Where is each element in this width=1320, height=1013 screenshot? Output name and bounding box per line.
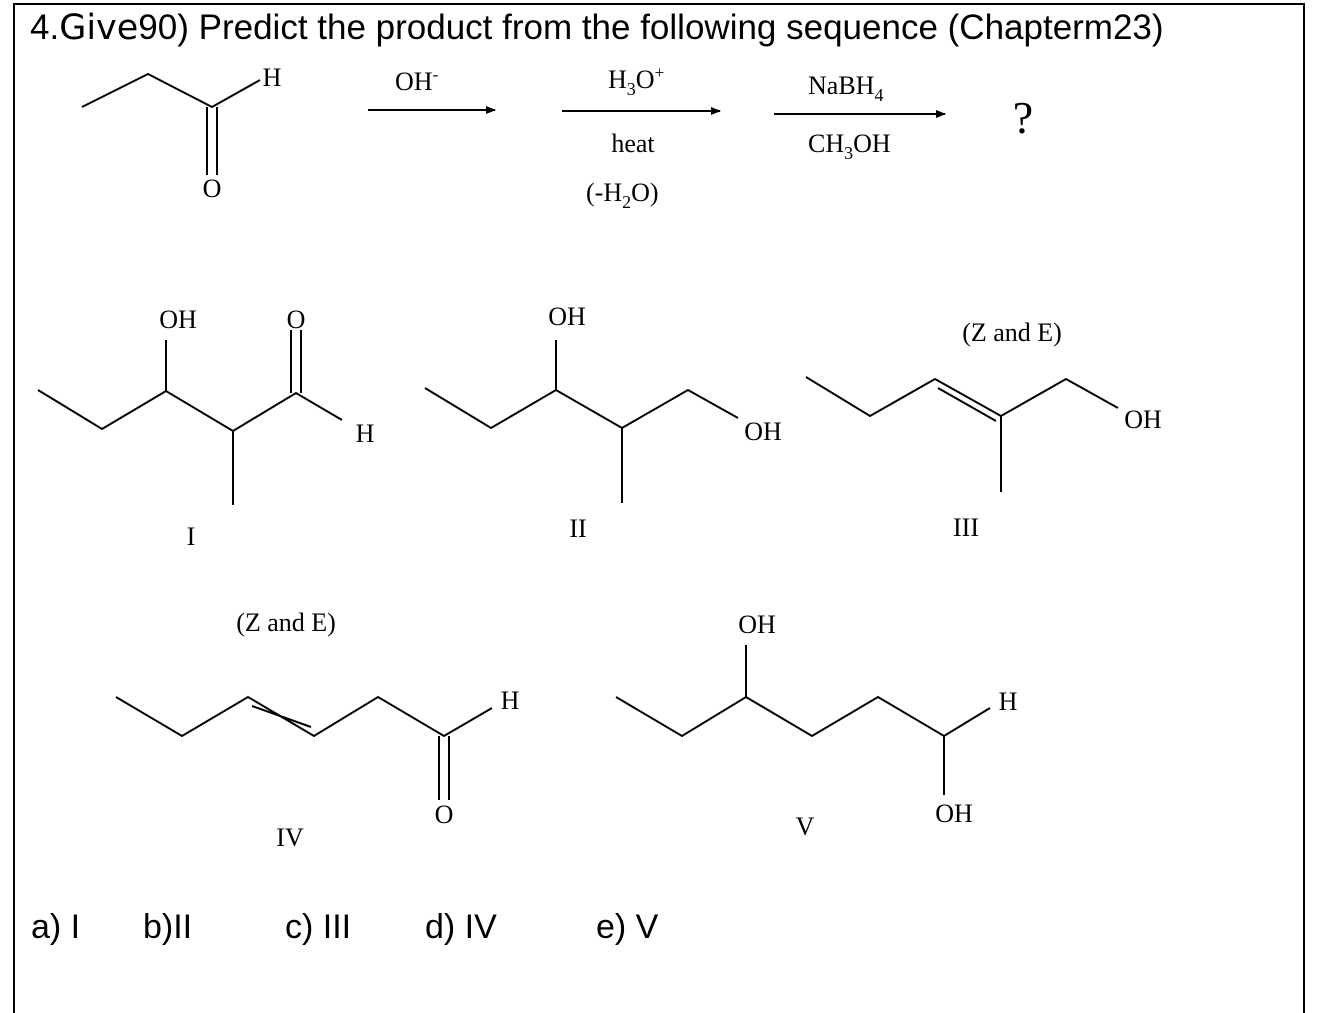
option-i-o-label: O xyxy=(287,305,306,334)
option-iii-oh-label: OH xyxy=(1124,405,1162,434)
choice-e[interactable]: e) V xyxy=(596,908,659,946)
option-iv-o-label: O xyxy=(435,800,454,829)
option-iv-structure xyxy=(115,695,493,800)
option-v-label: V xyxy=(796,812,815,841)
choice-b[interactable]: b)II xyxy=(143,908,193,946)
step3-reagent-nabh4: NaBH4 xyxy=(808,71,883,105)
option-v-oh-top-label: OH xyxy=(738,610,776,639)
option-i-h-label: H xyxy=(356,419,375,448)
option-ii-structure xyxy=(424,340,739,503)
option-ii-label: II xyxy=(569,514,586,543)
start-h-label: H xyxy=(263,63,282,92)
start-o-label: O xyxy=(203,174,222,203)
choice-c[interactable]: c) III xyxy=(285,908,352,946)
choice-a[interactable]: a) I xyxy=(31,908,81,946)
option-v-h-label: H xyxy=(999,687,1018,716)
propanal-structure xyxy=(81,72,261,175)
product-question-mark: ? xyxy=(1013,92,1033,143)
option-iii-label: III xyxy=(953,513,979,542)
question-text: 90) Predict the product from the followi… xyxy=(138,8,1164,47)
option-iv-note: (Z and E) xyxy=(236,608,336,637)
answer-choices: a) I b)II c) III d) IV e) V xyxy=(0,908,1320,958)
step2-reagent: H3O+ xyxy=(608,63,664,99)
option-i-oh-label: OH xyxy=(159,305,197,334)
choice-d[interactable]: d) IV xyxy=(425,908,497,946)
step3-reagent-methanol: CH3OH xyxy=(808,129,891,163)
option-i-structure xyxy=(37,330,343,505)
step1-reagent: OH- xyxy=(395,65,439,96)
option-iv-label: IV xyxy=(276,823,304,852)
question-title: 4.Give90) Predict the product from the f… xyxy=(30,8,1164,48)
step2-condition-water-loss: (-H2O) xyxy=(586,178,659,212)
option-i-label: I xyxy=(187,522,196,551)
question-give-word: Give xyxy=(59,8,139,48)
question-number: 4. xyxy=(30,8,60,47)
question-frame xyxy=(13,3,1305,1013)
option-v-structure xyxy=(615,645,991,795)
option-v-oh-bottom-label: OH xyxy=(935,799,973,828)
option-iv-h-label: H xyxy=(501,686,520,715)
option-ii-oh-end-label: OH xyxy=(744,417,782,446)
option-iii-structure xyxy=(805,376,1119,492)
option-ii-oh-top-label: OH xyxy=(548,302,586,331)
option-iii-note: (Z and E) xyxy=(962,318,1062,347)
step2-condition-heat: heat xyxy=(611,129,655,158)
